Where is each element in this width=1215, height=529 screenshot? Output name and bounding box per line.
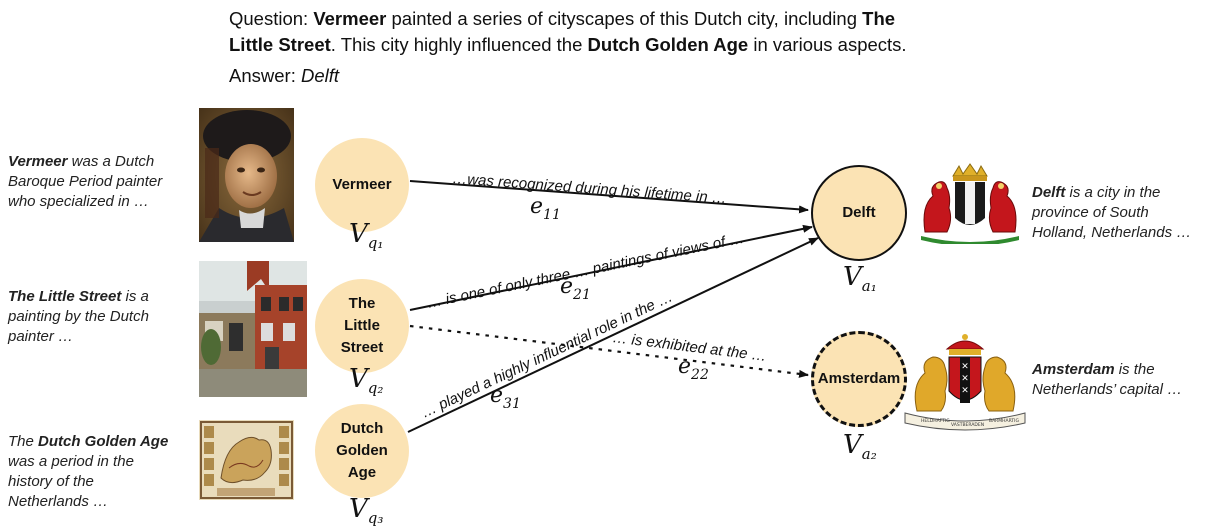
label-v-a1: Va₁ [843, 262, 877, 296]
answer-value: Delft [300, 65, 340, 86]
answer-text: Answer: Delft [229, 65, 340, 86]
golden-age-description: The Dutch Golden Age was a period in the… [8, 433, 169, 510]
label-v-q3: Vq₃ [349, 494, 384, 528]
edge-e22-label: e22 [678, 354, 709, 383]
svg-text:✕: ✕ [961, 374, 969, 384]
node-amsterdam: Amsterdam [811, 331, 907, 427]
question-text: Question: Vermeer painted a series of ci… [229, 8, 907, 55]
label-v-a2: Va₂ [843, 430, 877, 464]
golden-age-map-image [199, 420, 294, 500]
edge-e21-label: e21 [560, 274, 591, 303]
question-bold-vermeer: Vermeer [313, 8, 387, 29]
edge-e31-line [407, 237, 819, 433]
node-vermeer: Vermeer [315, 138, 409, 232]
edge-e22-line [409, 324, 809, 378]
label-v-q1: Vq₁ [349, 219, 384, 253]
little-street-description: The Little Street is a painting by the D… [8, 288, 149, 345]
amsterdam-coat-of-arms-image: ✕ ✕ ✕ HELDHAFTIG VASTBERADEN BARMHARTIG [903, 331, 1027, 431]
delft-coat-of-arms-image [915, 162, 1025, 246]
edge-e11-text: …was recognized during his lifetime in … [452, 170, 728, 207]
svg-text:✕: ✕ [961, 386, 969, 396]
vermeer-description: Vermeer was a Dutch Baroque Period paint… [8, 153, 163, 210]
svg-text:HELDHAFTIG: HELDHAFTIG [921, 418, 950, 424]
amsterdam-description: Amsterdam is the Netherlands’ capital … [1032, 361, 1183, 398]
node-delft: Delft [811, 165, 907, 261]
label-v-q2: Vq₂ [349, 364, 384, 398]
svg-text:BARMHARTIG: BARMHARTIG [989, 418, 1020, 424]
svg-text:VASTBERADEN: VASTBERADEN [951, 422, 984, 428]
little-street-painting-image [199, 261, 307, 397]
svg-text:✕: ✕ [961, 362, 969, 372]
vermeer-portrait-image [199, 108, 294, 242]
edge-e21-line [409, 224, 813, 311]
edge-e11-line [409, 180, 809, 214]
edge-e11-label: e11 [530, 194, 561, 223]
delft-description: Delft is a city in the province of South… [1032, 184, 1192, 241]
edge-e31-label: e31 [490, 383, 521, 412]
